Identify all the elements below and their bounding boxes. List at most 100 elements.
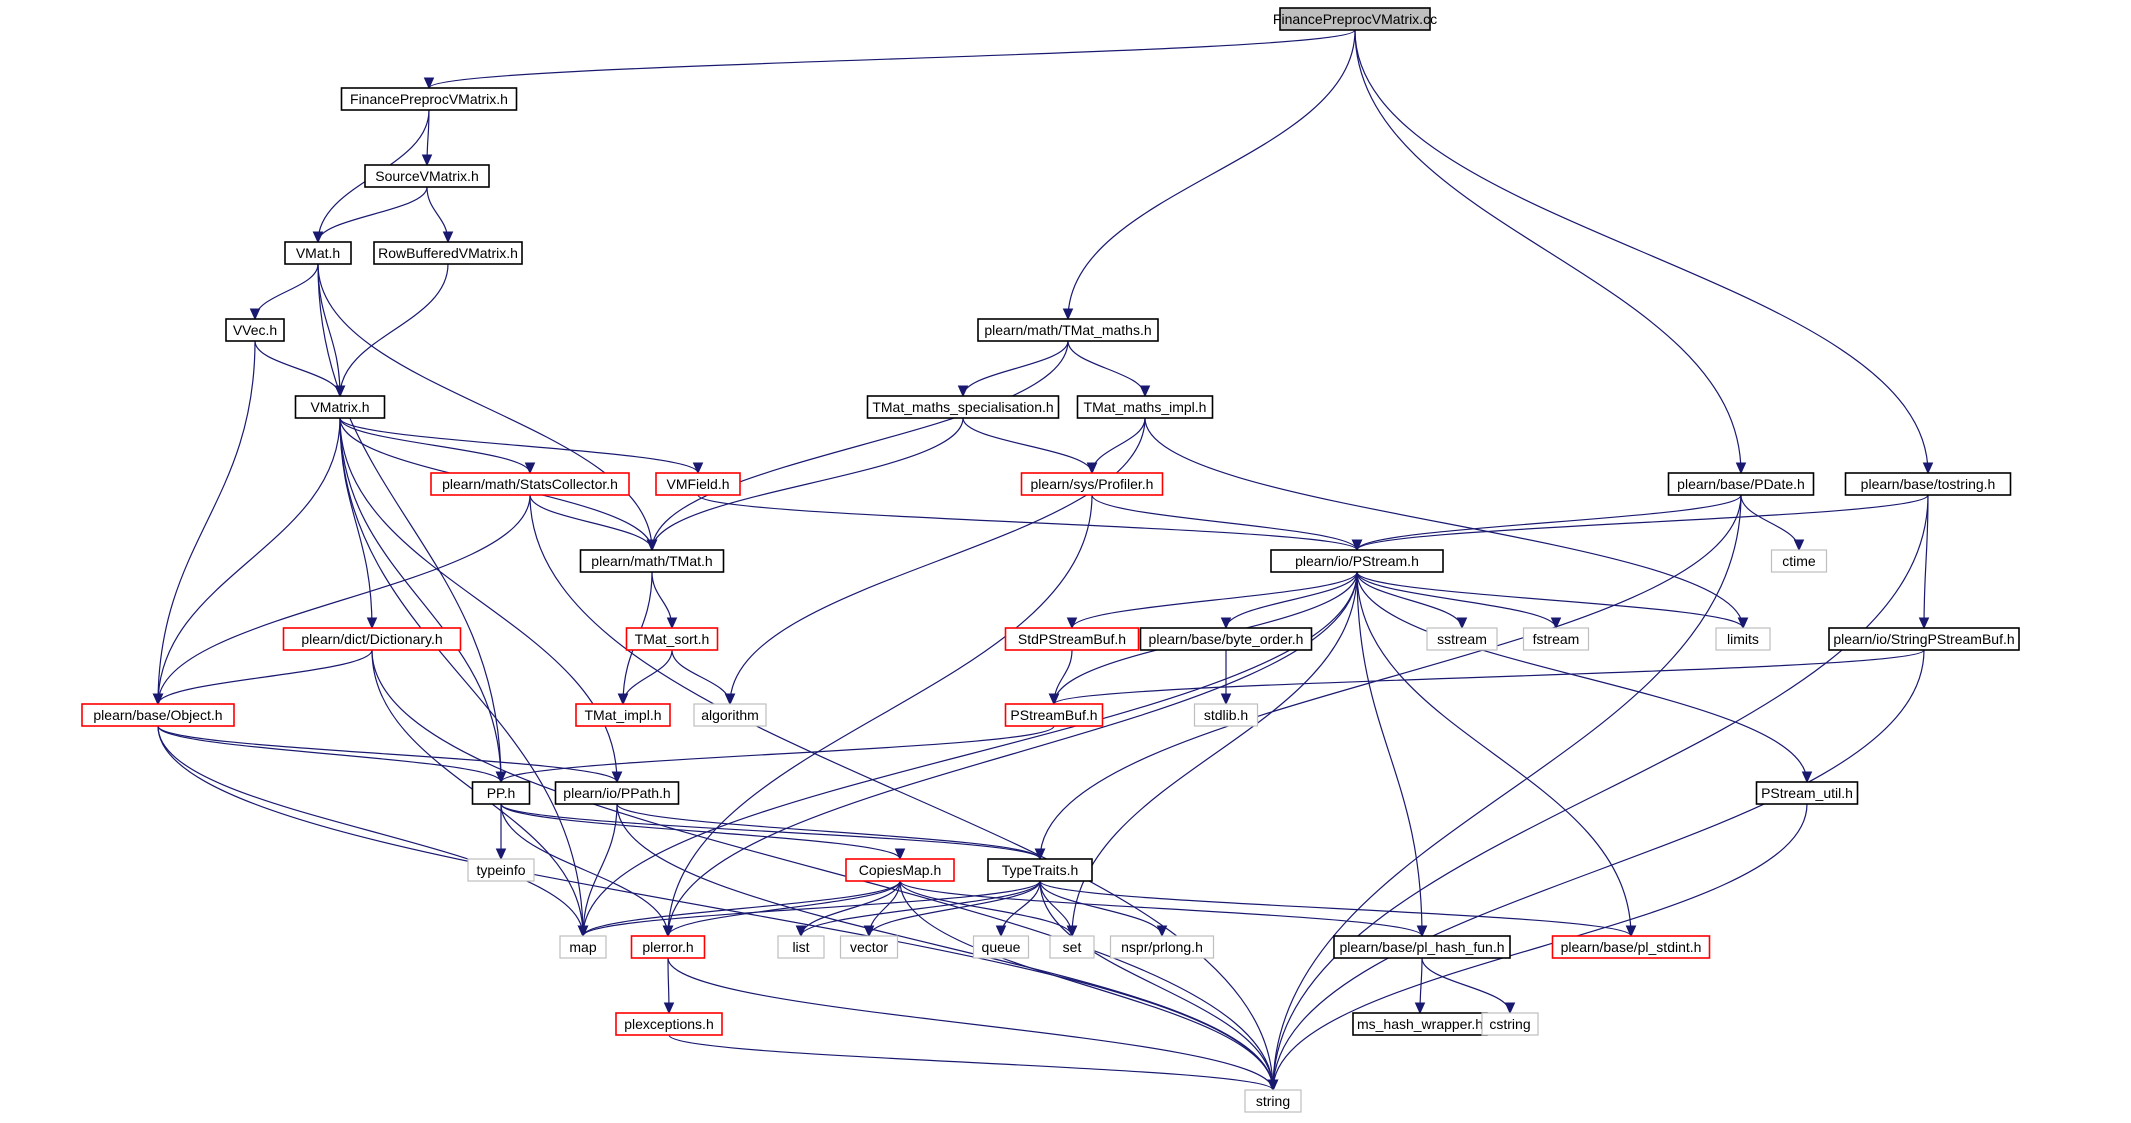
node-box: [471, 781, 531, 805]
edge-pstream-to-fstream: [1356, 571, 1562, 630]
node-root[interactable]: FinancePreprocVMatrix.cc: [1273, 7, 1437, 31]
node-pstream[interactable]: plearn/io/PStream.h: [1270, 549, 1444, 573]
arrowhead-icon: [495, 848, 507, 861]
node-ppath[interactable]: plearn/io/PPath.h: [554, 781, 680, 805]
node-plerror[interactable]: plerror.h: [630, 935, 706, 959]
node-label: TMat_maths_specialisation.h: [872, 399, 1053, 415]
node-box: [575, 703, 671, 727]
node-label: FinancePreprocVMatrix.cc: [1273, 11, 1437, 27]
edge-tostring-to-pstream: [1351, 494, 1929, 552]
node-stats[interactable]: plearn/math/StatsCollector.h: [430, 472, 630, 496]
arrowhead-icon: [1735, 462, 1747, 475]
node-tsort[interactable]: TMat_sort.h: [625, 627, 719, 651]
node-vmfield[interactable]: VMField.h: [655, 472, 741, 496]
node-pdate[interactable]: plearn/base/PDate.h: [1667, 472, 1815, 496]
node-hashfun[interactable]: plearn/base/pl_hash_fun.h: [1333, 935, 1511, 959]
arrowhead-icon: [152, 693, 164, 706]
node-label: list: [792, 939, 809, 955]
node-box: [1667, 472, 1815, 496]
arrowhead-icon: [995, 925, 1007, 938]
node-box: [1770, 549, 1828, 573]
node-box: [625, 627, 719, 651]
node-byteorder[interactable]: plearn/base/byte_order.h: [1139, 627, 1313, 651]
edge-vmatrix-to-object: [152, 417, 341, 706]
edge-vmatrix-to-vmfield: [339, 417, 704, 475]
arrowhead-icon: [795, 925, 807, 938]
node-tmat[interactable]: plearn/math/TMat.h: [579, 549, 725, 573]
node-tmimpl[interactable]: TMat_maths_impl.h: [1076, 395, 1214, 419]
arrowhead-icon: [957, 385, 969, 398]
arrowhead-icon: [894, 848, 906, 861]
edge-dict-to-object: [152, 649, 373, 706]
arrowhead-icon: [1625, 925, 1637, 938]
node-tostring[interactable]: plearn/base/tostring.h: [1844, 472, 2012, 496]
node-box: [364, 164, 490, 188]
edge-pstream-to-set: [1066, 571, 1358, 938]
edge-layer: [152, 29, 1934, 1092]
node-profiler[interactable]: plearn/sys/Profiler.h: [1020, 472, 1164, 496]
node-strpsb[interactable]: plearn/io/StringPStreamBuf.h: [1828, 627, 2020, 651]
node-object[interactable]: plearn/base/Object.h: [81, 703, 235, 727]
node-ttraits[interactable]: TypeTraits.h: [987, 858, 1093, 882]
arrowhead-icon: [724, 693, 736, 706]
node-label: VMat.h: [296, 245, 340, 261]
node-label: plearn/base/PDate.h: [1677, 476, 1805, 492]
node-label: plearn/io/PPath.h: [563, 785, 670, 801]
node-psb[interactable]: PStreamBuf.h: [1004, 703, 1104, 727]
node-box: [282, 627, 462, 651]
edge-pstream-to-stdint: [1356, 571, 1637, 938]
edge-root-to-tmaths: [1062, 29, 1356, 321]
node-stdint[interactable]: plearn/base/pl_stdint.h: [1551, 935, 1711, 959]
node-tmspec[interactable]: TMat_maths_specialisation.h: [866, 395, 1060, 419]
node-stdlib: stdlib.h: [1193, 703, 1259, 727]
arrowhead-icon: [524, 462, 536, 475]
edge-pdate-to-ctime: [1740, 494, 1805, 552]
node-timpl[interactable]: TMat_impl.h: [575, 703, 671, 727]
node-label: plearn/base/tostring.h: [1861, 476, 1996, 492]
node-label: plerror.h: [642, 939, 693, 955]
node-psutil[interactable]: PStream_util.h: [1755, 781, 1859, 805]
node-vvec[interactable]: VVec.h: [225, 318, 285, 342]
node-tmaths[interactable]: plearn/math/TMat_maths.h: [977, 318, 1159, 342]
edge-tmimpl-to-limits: [1144, 417, 1749, 630]
node-mshash[interactable]: ms_hash_wrapper.h: [1352, 1012, 1488, 1036]
node-box: [987, 858, 1093, 882]
node-stdpsb[interactable]: StdPStreamBuf.h: [1004, 627, 1140, 651]
edge-pdate-to-pstream: [1351, 494, 1742, 552]
arrowhead-icon: [1048, 693, 1060, 706]
arrowhead-icon: [1550, 617, 1562, 630]
node-copies[interactable]: CopiesMap.h: [845, 858, 955, 882]
node-rbvm[interactable]: RowBufferedVMatrix.h: [373, 241, 523, 265]
node-label: set: [1063, 939, 1082, 955]
node-vmat[interactable]: VMat.h: [284, 241, 352, 265]
node-label: SourceVMatrix.h: [375, 168, 478, 184]
node-pp[interactable]: PP.h: [471, 781, 531, 805]
arrowhead-icon: [421, 154, 433, 167]
node-dict[interactable]: plearn/dict/Dictionary.h: [282, 627, 462, 651]
edge-pstream-to-limits: [1356, 571, 1749, 630]
arrowhead-icon: [1066, 617, 1078, 630]
edge-tmaths-to-tmat: [646, 340, 1069, 552]
node-box: [1244, 1089, 1302, 1113]
node-box: [1844, 472, 2012, 496]
edge-root-to-fpvm: [423, 29, 1356, 90]
node-svm[interactable]: SourceVMatrix.h: [364, 164, 490, 188]
arrowhead-icon: [1922, 462, 1934, 475]
node-label: plearn/io/PStream.h: [1295, 553, 1419, 569]
node-fpvm[interactable]: FinancePreprocVMatrix.h: [340, 87, 518, 111]
node-vmatrix[interactable]: VMatrix.h: [294, 395, 386, 419]
node-sstream: sstream: [1426, 627, 1498, 651]
arrowhead-icon: [662, 925, 674, 938]
node-label: algorithm: [701, 707, 759, 723]
arrowhead-icon: [442, 231, 454, 244]
node-label: ctime: [1782, 553, 1816, 569]
node-box: [655, 472, 741, 496]
node-plexc[interactable]: plexceptions.h: [615, 1012, 723, 1036]
node-box: [225, 318, 285, 342]
node-label: limits: [1727, 631, 1759, 647]
arrowhead-icon: [1801, 771, 1813, 784]
node-label: TMat_impl.h: [584, 707, 661, 723]
node-box: [615, 1012, 723, 1036]
arrowhead-icon: [1351, 539, 1363, 552]
edge-copies-to-hashfun: [899, 880, 1428, 938]
